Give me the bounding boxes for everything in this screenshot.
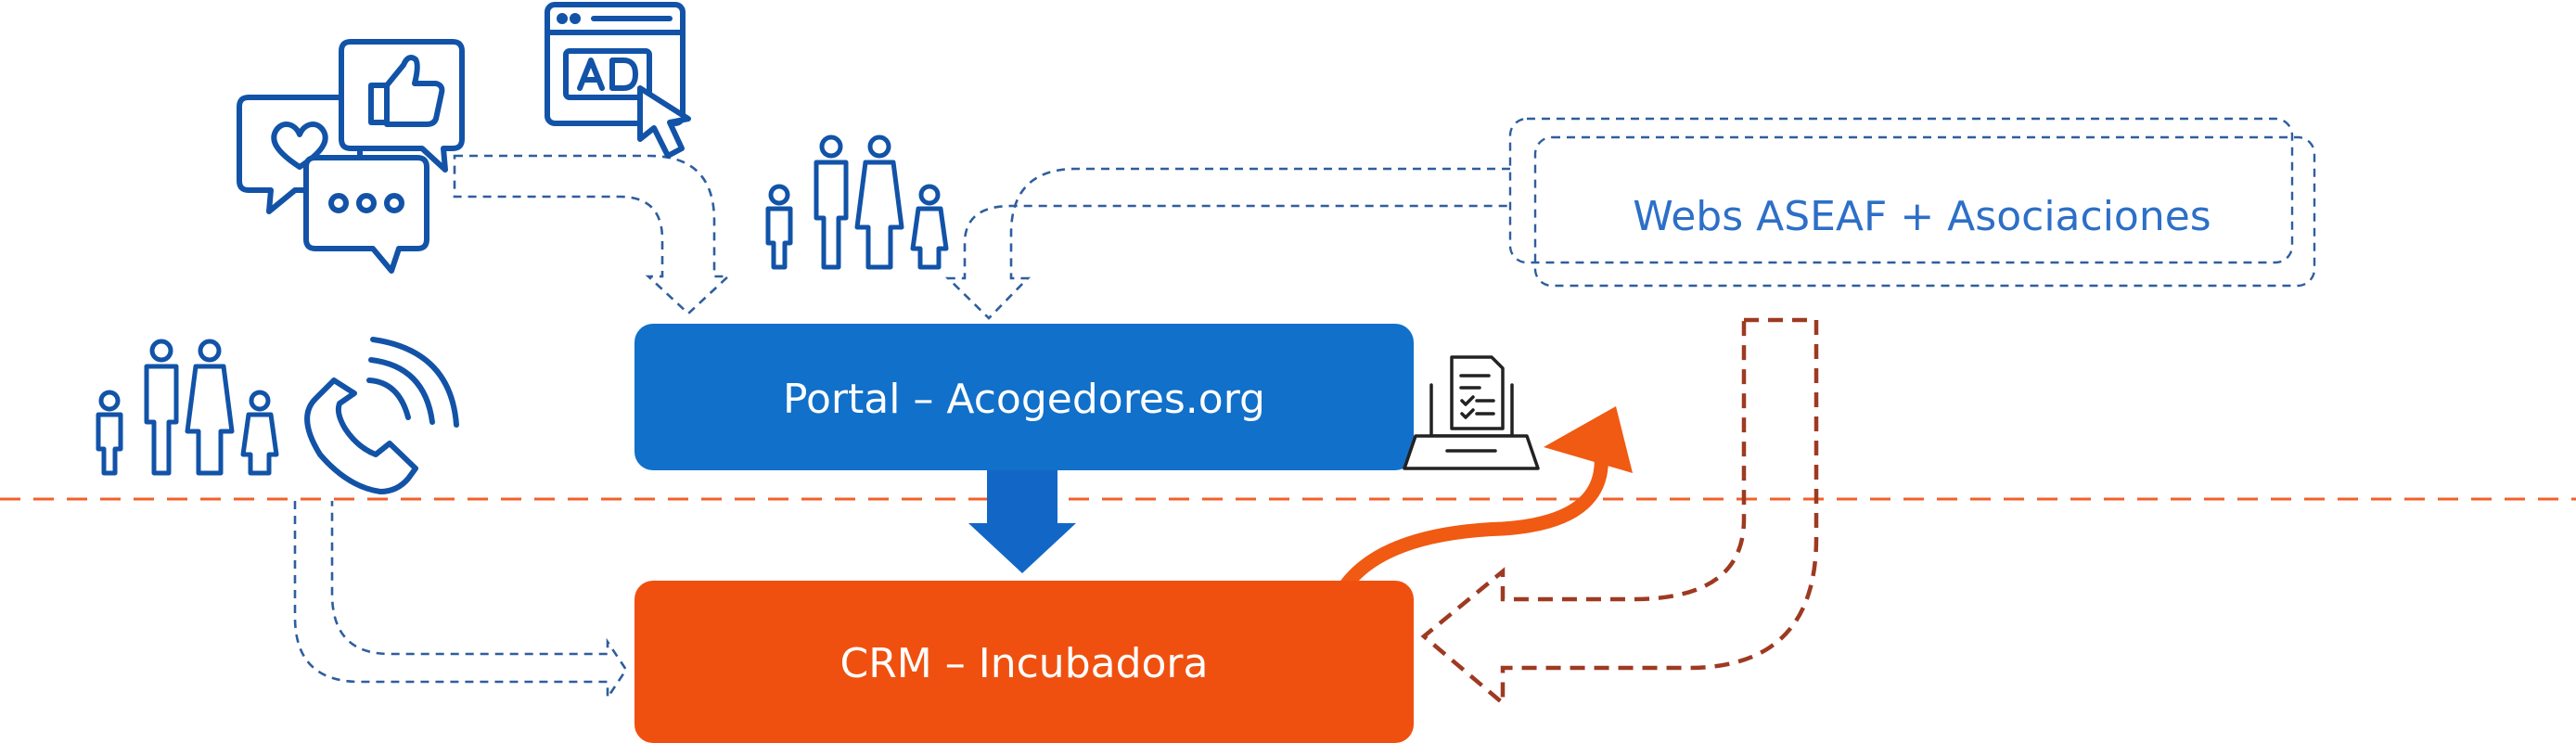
webs-label: Webs ASEAF + Asociaciones bbox=[1633, 193, 2211, 240]
family-icon bbox=[96, 339, 279, 476]
portal-node: Portal – Acogedores.org bbox=[634, 324, 1414, 470]
crm-to-form-arrow bbox=[1330, 406, 1633, 606]
crm-label: CRM – Incubadora bbox=[840, 640, 1209, 687]
laptop-form-icon bbox=[1403, 355, 1540, 470]
crm-node: CRM – Incubadora bbox=[634, 581, 1414, 743]
webs-node: Webs ASEAF + Asociaciones bbox=[1508, 117, 2316, 288]
portal-label: Portal – Acogedores.org bbox=[783, 376, 1265, 423]
portal-to-crm-arrow bbox=[968, 468, 1076, 573]
flow-social-to-portal bbox=[453, 154, 732, 315]
phone-call-icon bbox=[304, 337, 459, 494]
ad-click-icon bbox=[545, 2, 691, 159]
flow-webs-to-portal bbox=[944, 167, 1510, 320]
social-media-chat-icon bbox=[237, 39, 465, 274]
family-icon bbox=[765, 135, 949, 270]
flow-webs-to-crm bbox=[1420, 317, 1819, 708]
flow-phone-to-crm bbox=[293, 501, 628, 702]
